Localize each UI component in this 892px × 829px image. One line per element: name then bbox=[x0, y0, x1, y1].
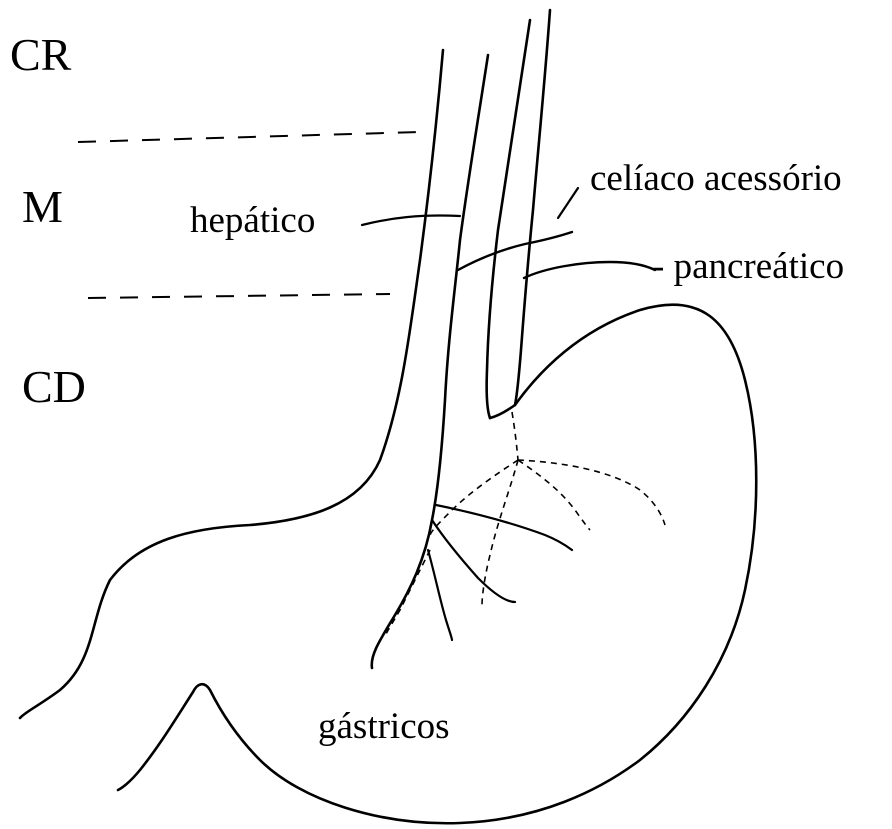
gastric-branch-2 bbox=[432, 520, 515, 602]
label-gastricos: gástricos bbox=[318, 706, 450, 747]
boundary-lower-dashed bbox=[88, 294, 390, 298]
vessel-bottom-cap bbox=[490, 405, 515, 418]
region-label-cd: CD bbox=[22, 361, 86, 412]
celiac-branch-line bbox=[458, 232, 572, 270]
hepatico-leader-line bbox=[362, 215, 460, 225]
gastric-branch-1 bbox=[436, 505, 572, 550]
accessory-vessel-left bbox=[487, 20, 530, 418]
celiaco-acessorio-leader bbox=[558, 188, 578, 218]
gastric-dotted-branch-2 bbox=[518, 460, 590, 530]
region-label-m: M bbox=[22, 181, 63, 232]
gastric-dotted-branch-4 bbox=[430, 460, 518, 535]
pancreatico-vessel bbox=[524, 262, 655, 278]
gastric-dotted-branch-1 bbox=[518, 460, 665, 525]
label-pancreatico: - pancreático bbox=[652, 246, 844, 287]
esophagus-inner-wall bbox=[372, 55, 488, 668]
accessory-vessel-right bbox=[515, 10, 550, 405]
gastric-dotted-trunk bbox=[512, 412, 518, 460]
boundary-upper-dashed bbox=[78, 132, 420, 142]
gastric-branch-3 bbox=[428, 550, 452, 640]
label-celiaco-acessorio: celíaco acessório bbox=[590, 158, 842, 199]
label-hepatico: hepático bbox=[190, 200, 315, 241]
region-label-cr: CR bbox=[10, 29, 72, 80]
